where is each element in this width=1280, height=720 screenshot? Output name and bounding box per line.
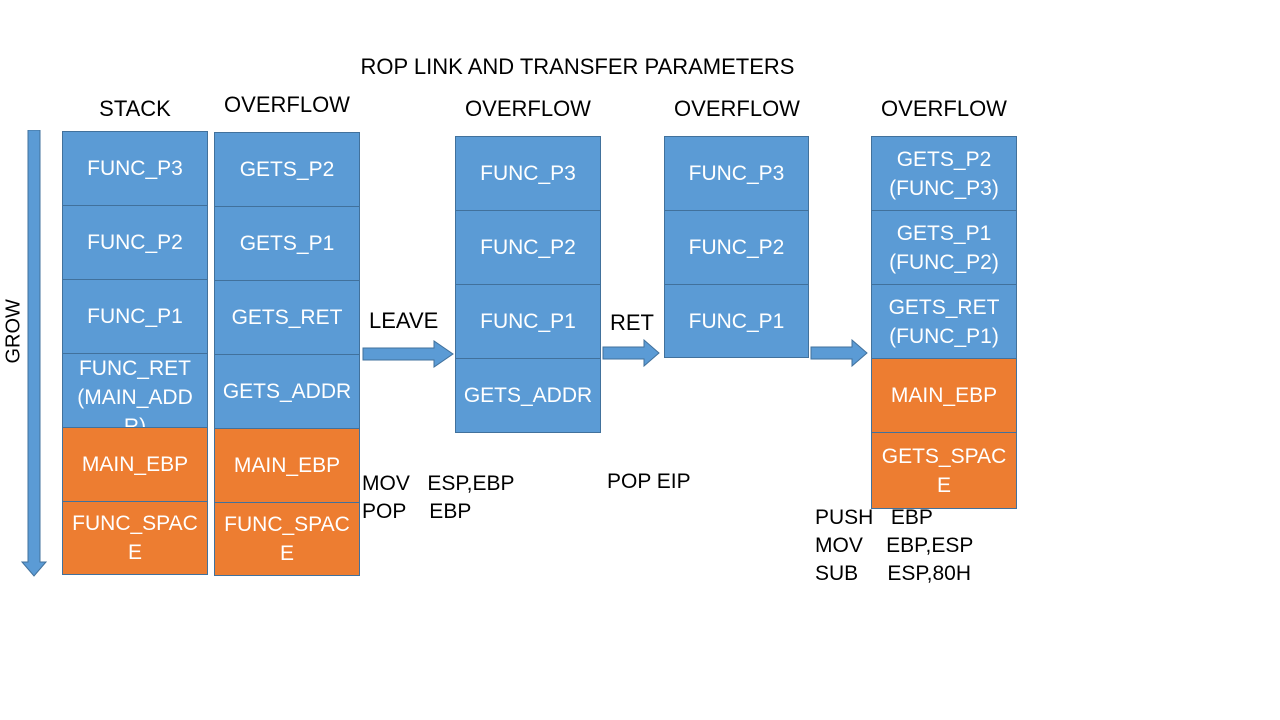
transition-arrow-3	[810, 339, 868, 368]
stack-cell: FUNC_SPAC E	[214, 502, 360, 576]
stack-cell: GETS_RET (FUNC_P1)	[871, 284, 1017, 359]
stack-column: FUNC_P3 FUNC_P2 FUNC_P1 FUNC_RET (MAIN_A…	[62, 131, 208, 575]
transition-arrow-2	[602, 339, 660, 368]
transition-instructions-leave: MOV ESP,EBP POP EBP	[362, 472, 515, 523]
stack-cell: GETS_P1	[214, 206, 360, 281]
stack-cell: FUNC_P1	[664, 284, 809, 358]
stack-cell: MAIN_EBP	[871, 358, 1017, 433]
stack-cell: MAIN_EBP	[62, 427, 208, 502]
column-header-overflow-1: OVERFLOW	[224, 92, 350, 117]
stack-cell: FUNC_RET (MAIN_ADD R)	[62, 353, 208, 428]
stack-cell: GETS_ADDR	[455, 358, 601, 433]
column-header-overflow-3: OVERFLOW	[674, 96, 800, 121]
stack-cell: GETS_P1 (FUNC_P2)	[871, 210, 1017, 285]
column-header-stack: STACK	[99, 96, 171, 121]
stack-cell: MAIN_EBP	[214, 428, 360, 503]
grow-arrow	[20, 130, 48, 577]
overflow-column-4: GETS_P2 (FUNC_P3) GETS_P1 (FUNC_P2) GETS…	[871, 136, 1017, 509]
column-header-overflow-2: OVERFLOW	[465, 96, 591, 121]
diagram-title: ROP LINK AND TRANSFER PARAMETERS	[360, 54, 795, 79]
stack-cell: GETS_P2	[214, 132, 360, 207]
stack-cell: GETS_ADDR	[214, 354, 360, 429]
transition-instructions-ret: POP EIP	[607, 470, 691, 493]
overflow-column-1: GETS_P2 GETS_P1 GETS_RET GETS_ADDR MAIN_…	[214, 132, 360, 576]
stack-cell: FUNC_SPAC E	[62, 501, 208, 575]
column-header-overflow-4: OVERFLOW	[881, 96, 1007, 121]
stack-cell: FUNC_P3	[62, 131, 208, 206]
stack-cell: FUNC_P3	[664, 136, 809, 211]
transition-arrow-1	[362, 340, 454, 368]
stack-cell: FUNC_P1	[62, 279, 208, 354]
stack-cell: FUNC_P2	[62, 205, 208, 280]
overflow-column-3: FUNC_P3 FUNC_P2 FUNC_P1	[664, 136, 809, 358]
stack-cell: FUNC_P1	[455, 284, 601, 359]
stack-cell: GETS_P2 (FUNC_P3)	[871, 136, 1017, 211]
transition-label-ret: RET	[610, 310, 654, 335]
grow-label: GROW	[2, 299, 25, 364]
stack-cell: FUNC_P2	[455, 210, 601, 285]
stack-cell: GETS_SPAC E	[871, 432, 1017, 509]
transition-label-leave: LEAVE	[369, 308, 439, 333]
overflow-column-2: FUNC_P3 FUNC_P2 FUNC_P1 GETS_ADDR	[455, 136, 601, 433]
stack-cell: FUNC_P2	[664, 210, 809, 285]
stack-cell: GETS_RET	[214, 280, 360, 355]
transition-instructions-prologue: PUSH EBP MOV EBP,ESP SUB ESP,80H	[815, 506, 974, 585]
stack-cell: FUNC_P3	[455, 136, 601, 211]
